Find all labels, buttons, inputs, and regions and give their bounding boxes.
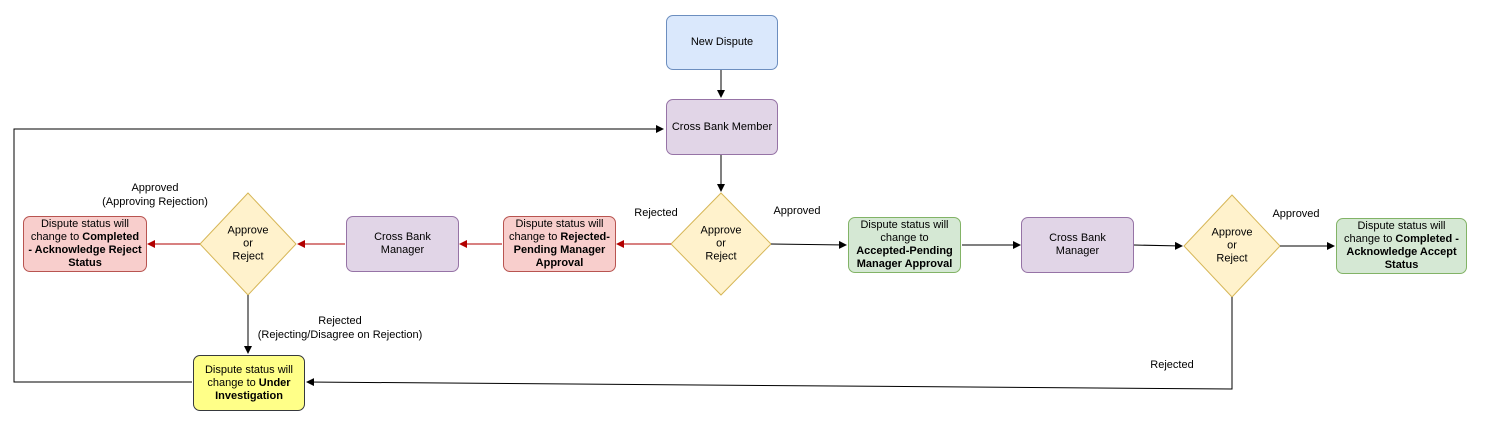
under-investigation-label: Dispute status will change to Under Inve… <box>204 363 294 402</box>
edge-manager-to-right-decision <box>1133 241 1183 250</box>
edge-label-right-rejected: Rejected <box>1150 359 1194 371</box>
edge-label-right-approved: Approved <box>1272 208 1320 220</box>
completed-reject-label: Dispute status will change to Completed … <box>28 218 142 269</box>
accepted-pending-node: Dispute status will change to Accepted-P… <box>848 217 961 273</box>
edge-label-main-approved: Approved <box>773 205 821 217</box>
decision-left-label: Approve or Reject <box>227 224 269 263</box>
cross-bank-manager-left-node: Cross Bank Manager <box>346 216 459 272</box>
edge-label-main-rejected: Rejected <box>634 207 678 219</box>
edge-decision-to-accepted <box>770 240 847 249</box>
completed-accept-label: Dispute status will change to Completed … <box>1344 220 1459 271</box>
new-dispute-label: New Dispute <box>690 36 754 48</box>
edge-right-decision-to-investigation <box>306 297 1233 390</box>
accepted-pending-label: Dispute status will change to Accepted-P… <box>856 219 953 270</box>
cross-bank-member-label: Cross Bank Member <box>671 120 773 133</box>
decision-main-label: Approve or Reject <box>700 224 742 263</box>
cross-bank-manager-left-label: Cross Bank Manager <box>374 231 431 256</box>
decision-main-diamond <box>670 192 772 296</box>
edge-investigation-to-member <box>13 125 664 383</box>
edge-label-left-rejected-sub: (Rejecting/Disagree on Rejection) <box>257 329 423 341</box>
cross-bank-manager-right-node: Cross Bank Manager <box>1021 217 1134 273</box>
decision-right-label: Approve or Reject <box>1211 226 1253 265</box>
cross-bank-member-node: Cross Bank Member <box>666 99 778 155</box>
under-investigation-node: Dispute status will change to Under Inve… <box>193 355 305 411</box>
edge-label-left-approved: Approved <box>131 182 179 194</box>
rejected-pending-label: Dispute status will change to Rejected-P… <box>509 218 610 269</box>
edge-label-left-rejected: Rejected <box>318 315 362 327</box>
rejected-pending-node: Dispute status will change to Rejected-P… <box>503 216 616 272</box>
new-dispute-node: New Dispute <box>666 15 778 70</box>
completed-reject-node: Dispute status will change to Completed … <box>23 216 147 272</box>
cross-bank-manager-right-label: Cross Bank Manager <box>1049 232 1106 257</box>
edge-label-left-approved-sub: (Approving Rejection) <box>102 196 208 208</box>
completed-accept-node: Dispute status will change to Completed … <box>1336 218 1467 274</box>
